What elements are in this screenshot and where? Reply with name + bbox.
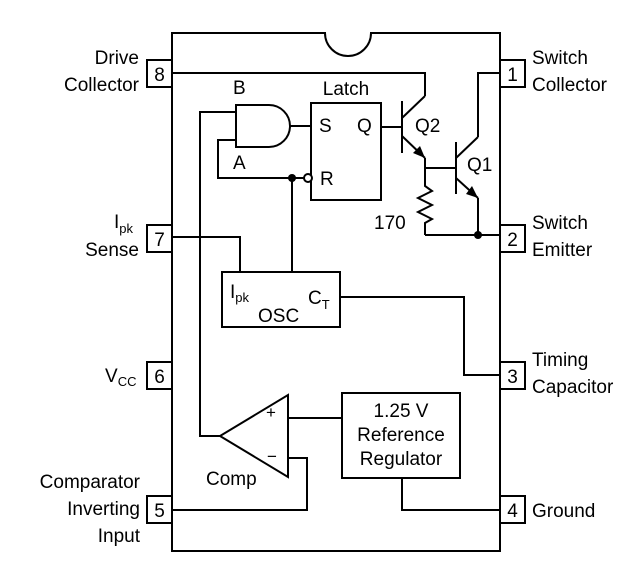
junction-dot-r-node	[288, 174, 296, 182]
pin-5-label-line1: Comparator	[40, 472, 141, 493]
reference-regulator-box	[341, 392, 461, 479]
pin-1-number: 1	[507, 65, 518, 86]
junction-dot-emitter	[474, 231, 482, 239]
pin-7-box	[146, 224, 173, 253]
pin-6-label-v: V	[105, 366, 118, 387]
pin-7-label-line2: Sense	[85, 240, 139, 261]
pin-4-number: 4	[507, 501, 518, 522]
pin-7-label-sub: pk	[119, 221, 133, 236]
pin-7-label-line1: Ipk	[114, 212, 134, 236]
and-gate	[235, 104, 291, 148]
osc-ct-label: CT	[308, 288, 330, 312]
q1-label: Q1	[467, 155, 492, 176]
osc-ipk-i: I	[230, 282, 235, 303]
pin-2-number: 2	[507, 230, 518, 251]
oscillator-box	[221, 271, 341, 328]
pin-3-number: 3	[507, 367, 518, 388]
pin-6-number: 6	[154, 367, 165, 388]
pin-3-label-line1: Timing	[532, 350, 588, 371]
pin-4-label-line1: Ground	[532, 501, 595, 522]
pin-8-number: 8	[154, 65, 165, 86]
pin-7-number: 7	[154, 230, 165, 251]
reference-line2: Reference	[357, 425, 445, 446]
latch-box	[310, 102, 382, 201]
pin-7-label-i: I	[114, 212, 119, 233]
pin-2-box	[499, 224, 526, 253]
pin-1-label-line1: Switch	[532, 48, 588, 69]
resistor-value: 170	[374, 213, 406, 234]
reference-line3: Regulator	[360, 449, 443, 470]
latch-reset-label: R	[320, 169, 334, 190]
latch-output-label: Q	[357, 116, 372, 137]
osc-ipk-label: Ipk	[230, 282, 250, 305]
pin-3-label-line2: Capacitor	[532, 377, 614, 398]
resistor-zigzag	[415, 180, 435, 235]
gate-input-a-label: A	[233, 153, 246, 174]
gate-input-b-label: B	[233, 78, 246, 99]
osc-ipk-sub: pk	[235, 290, 249, 305]
pin-5-label-line2: Inverting	[67, 499, 140, 520]
q2-emitter-arrow	[413, 146, 425, 158]
pin-8-label-line1: Drive	[95, 48, 139, 69]
transistor-q2	[380, 95, 426, 159]
q1-emitter-arrow	[466, 186, 478, 198]
pin-6-label: VCC	[105, 366, 136, 389]
comparator-minus: −	[267, 447, 277, 466]
reference-line1: 1.25 V	[374, 401, 429, 422]
q2-label: Q2	[415, 116, 440, 137]
osc-ct-sub: T	[322, 297, 330, 312]
pin-5-label-line3: Input	[98, 526, 141, 547]
comparator-label: Comp	[206, 469, 257, 490]
pin-6-box	[146, 361, 173, 390]
comparator-plus: +	[266, 403, 276, 422]
latch-set-label: S	[319, 116, 332, 137]
pin-5-number: 5	[154, 501, 165, 522]
pin-2-label-line2: Emitter	[532, 240, 593, 261]
pin-2-label-line1: Switch	[532, 213, 588, 234]
wiring	[172, 72, 500, 511]
pin-8-label-line2: Collector	[64, 75, 140, 96]
latch-title: Latch	[323, 79, 369, 100]
comparator-triangle	[218, 393, 289, 479]
pin-1-label-line2: Collector	[532, 75, 608, 96]
latch-reset-inversion-bubble	[303, 173, 313, 183]
ic-package-outline	[171, 32, 501, 552]
osc-name-label: OSC	[258, 306, 299, 327]
pin-6-label-sub: CC	[118, 374, 137, 389]
transistor-q1	[425, 136, 479, 199]
osc-ct-c: C	[308, 288, 322, 309]
